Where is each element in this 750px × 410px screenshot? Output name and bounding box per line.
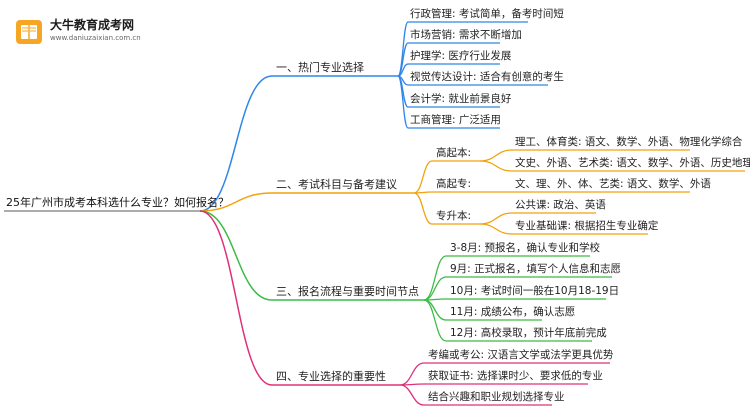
branch-2-group-3-item-2: 专业基础课: 根据招生专业确定 <box>515 220 659 232</box>
branch-2-group-3-item-2-connector <box>479 223 513 235</box>
branch-3-item-4: 11月: 成绩公布，确认志愿 <box>450 306 576 318</box>
branch-1-item-2: 市场营销: 需求不断增加 <box>410 29 522 41</box>
branch-3-label: 三、报名流程与重要时间节点 <box>276 285 419 298</box>
branch-2-group-2-item-1: 文、理、外、体、艺类: 语文、数学、外语 <box>515 178 711 190</box>
branch-4-connector <box>199 210 273 386</box>
branch-2-group-1-item-1-connector <box>479 149 513 162</box>
branch-2-group-3-label: 专升本: <box>436 210 472 222</box>
branch-3-item-1: 3-8月: 预报名，确认专业和学校 <box>450 242 601 254</box>
branch-2-group-1-item-2-connector <box>479 160 513 172</box>
branch-3-item-3: 10月: 考试时间一般在10月18-19日 <box>450 285 620 297</box>
branch-2-group-3-item-1-connector <box>479 212 513 225</box>
branch-2-group-1-item-2: 文史、外语、艺术类: 语文、数学、外语、历史地理综合 <box>515 157 750 169</box>
branch-3-connector <box>199 210 273 301</box>
branch-1-item-6: 工商管理: 广泛适用 <box>410 114 501 126</box>
branch-4-item-3-connector <box>399 384 425 406</box>
branch-3-item-5: 12月: 高校录取，预计年底前完成 <box>450 327 607 339</box>
branch-1-connector <box>199 75 273 212</box>
branch-2-group-3-item-1: 公共课: 政治、英语 <box>515 199 606 211</box>
root-topic: 25年广州市成考本科选什么专业？如何报名？ <box>6 196 229 209</box>
graduation-book-icon <box>16 20 42 44</box>
branch-4-item-1: 考编或考公: 汉语言文学或法学更具优势 <box>428 349 614 361</box>
branch-1-item-4: 视觉传达设计: 适合有创意的考生 <box>410 71 564 83</box>
branch-4-item-1-connector <box>399 362 425 386</box>
site-logo[interactable]: 大牛教育成考网 www.daniuzaixian.com.cn <box>14 14 141 48</box>
branch-1-item-3: 护理学: 医疗行业发展 <box>410 50 512 62</box>
branch-1-item-6-connector <box>397 75 409 129</box>
branch-2-connector <box>199 192 273 212</box>
branch-1-item-1: 行政管理: 考试简单，备考时间短 <box>410 8 564 20</box>
branch-2-group-1-item-1: 理工、体育类: 语文、数学、外语、物理化学综合 <box>515 136 743 148</box>
branch-1-item-5: 会计学: 就业前景良好 <box>410 93 512 105</box>
branch-1-label: 一、热门专业选择 <box>276 61 364 74</box>
branch-2-group-1-label: 高起本: <box>436 147 472 159</box>
branch-2-label: 二、考试科目与备考建议 <box>276 178 397 191</box>
branch-2-group-2-label: 高起专: <box>436 178 472 190</box>
branch-4-item-3: 结合兴趣和职业规划选择专业 <box>428 391 565 403</box>
branch-3-item-5-connector <box>423 299 447 342</box>
branch-1-item-1-connector <box>397 21 409 77</box>
logo-name: 大牛教育成考网 <box>50 18 135 32</box>
branch-4-item-2: 获取证书: 选择课时少、要求低的专业 <box>428 370 603 382</box>
branch-3-item-2: 9月: 正式报名，填写个人信息和志愿 <box>450 263 622 275</box>
branch-2-group-1-connector <box>413 160 433 194</box>
branch-4-label: 四、专业选择的重要性 <box>276 370 386 383</box>
branch-2-group-3-connector <box>413 192 433 225</box>
logo-url: www.daniuzaixian.com.cn <box>50 34 141 42</box>
branch-3-item-4-connector <box>423 299 447 321</box>
